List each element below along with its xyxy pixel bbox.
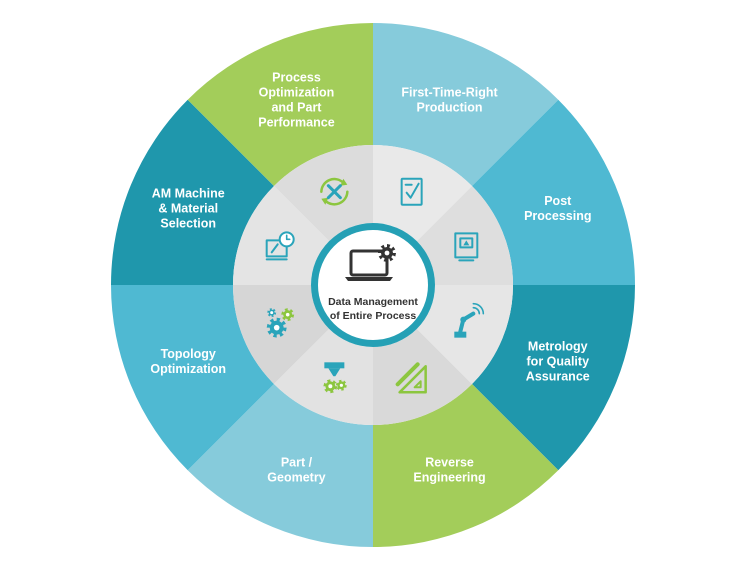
gears-icon [266,308,295,338]
segment-label-part-geometry: Geometry [267,470,325,484]
segment-label-post-processing: Processing [524,209,591,223]
segment-label-metrology: for Quality [527,355,590,369]
segment-label-am-machine: Selection [160,216,216,230]
oven-icon [454,232,479,262]
segment-label-topology-optimization: Optimization [150,362,226,376]
segment-label-process-optimization: Optimization [259,86,335,100]
inner-tile-part-geometry [274,328,373,425]
ruler-triangle-icon [395,362,427,394]
inner-tile-post-processing [416,186,513,285]
segment-post-processing [471,99,635,285]
segment-label-metrology: Assurance [526,370,590,384]
segment-part-geometry [187,383,373,547]
robot-arm-icon [454,302,485,338]
segment-am-machine [111,99,275,285]
segment-topology-optimization [111,285,275,471]
wrench-cycle-icon [320,177,349,206]
segment-process-optimization [187,23,373,187]
segment-label-post-processing: Post [544,194,572,208]
segment-first-time-right [373,23,559,187]
center-disc [318,230,428,340]
segment-label-first-time-right: Production [417,101,483,115]
segment-label-first-time-right: First-Time-Right [401,86,498,100]
center-hub: Data Management of Entire Process [311,223,435,347]
segment-label-reverse-engineering: Engineering [413,470,485,484]
checklist-icon [400,177,423,206]
segment-label-process-optimization: Process [272,71,321,85]
nozzle-gear-icon [323,362,347,394]
outer-segments [111,23,635,547]
segment-label-am-machine: & Material [158,201,218,215]
segment-label-part-geometry: Part / [281,455,313,469]
inner-icon-ring [233,145,513,425]
segment-label-topology-optimization: Topology [161,347,216,361]
segment-label-process-optimization: Performance [258,116,334,130]
segment-reverse-engineering [373,383,559,547]
segment-label-am-machine: AM Machine [152,186,225,200]
center-title-line2: of Entire Process [330,310,417,322]
center-title-line1: Data Management [328,296,418,308]
segment-label-process-optimization: and Part [271,101,322,115]
laptop-gear-icon [345,244,396,281]
inner-tile-reverse-engineering [373,328,472,425]
segment-labels: First-Time-RightProductionPostProcessing… [150,71,591,485]
segment-label-metrology: Metrology [528,340,588,354]
inner-tile-process-optimization [274,145,373,242]
machine-clock-icon [265,231,295,261]
segment-metrology [471,285,635,471]
segment-label-reverse-engineering: Reverse [425,455,474,469]
